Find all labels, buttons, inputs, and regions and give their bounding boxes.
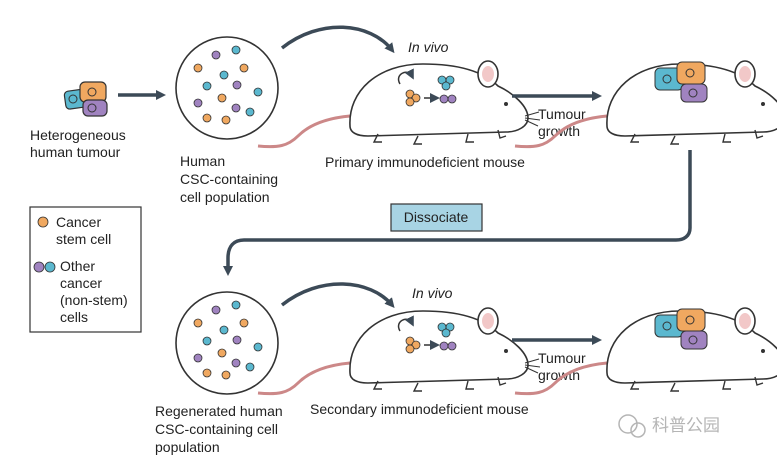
dissociate-label: Dissociate [404,209,469,225]
heterogeneous-tumour-icon [63,81,108,117]
curved-arrow-1 [280,25,395,54]
human-population-label: Human CSC-containing cell population [180,153,282,205]
primary-mouse [256,59,542,149]
return-arrow [223,150,692,276]
regenerated-population-label: Regenerated human CSC-containing cell po… [155,403,287,455]
secondary-mouse [256,306,542,396]
watermark-text: 科普公园 [652,416,720,436]
legend-other-label: Other cancer (non-stem) cells [60,258,132,325]
dissociate-box: Dissociate [390,203,483,232]
tumour-growth-label-1: Tumour growth [538,106,590,139]
non-stem-blue-swatch [44,261,56,273]
curved-arrow-2 [280,282,395,309]
tumour-mouse-1 [513,59,777,149]
legend: Cancer stem cell Other cancer (non-stem)… [29,206,142,333]
non-stem-purple-swatch [33,261,45,273]
heterogeneous-tumour-label: Heterogeneous human tumour [30,127,130,160]
human-population-dish [175,36,279,140]
primary-mouse-label: Primary immunodeficient mouse [325,154,525,170]
tumour-mouse-2 [513,306,777,396]
wechat-icon [618,414,638,434]
stem-cell-swatch [37,216,49,228]
in-vivo-label-1: In vivo [408,39,449,55]
legend-stem-label: Cancer stem cell [56,214,111,247]
secondary-mouse-label: Secondary immunodeficient mouse [310,401,529,417]
watermark: 科普公园 [618,414,720,438]
regenerated-population-dish [175,291,279,395]
in-vivo-label-2: In vivo [412,285,453,301]
